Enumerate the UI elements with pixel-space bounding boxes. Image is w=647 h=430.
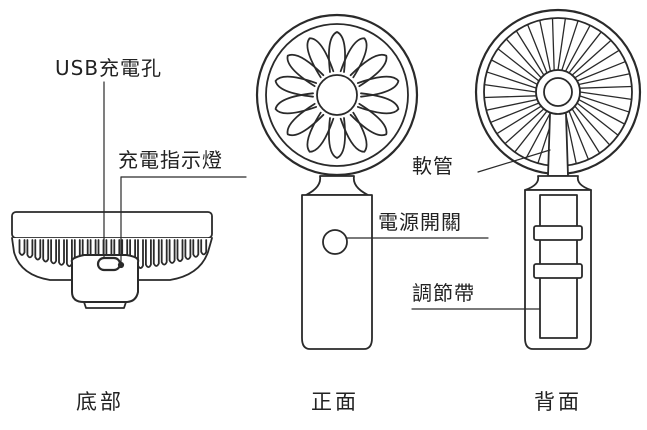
vent-fin: [42, 239, 50, 263]
grill-ray: [496, 105, 542, 135]
vent-fin: [168, 239, 176, 264]
grill-ray: [514, 110, 548, 153]
caption-bottom: 底部: [76, 390, 124, 414]
grill-ray: [483, 95, 537, 99]
grill-ray: [576, 102, 619, 136]
vent-fin: [26, 239, 34, 259]
fan-blade: [349, 53, 388, 88]
vent-fin: [160, 239, 168, 266]
fan-blade: [356, 92, 400, 115]
vent-fin: [58, 239, 65, 266]
grill-ray: [551, 17, 555, 71]
caption-back: 背面: [534, 390, 582, 414]
vent-fin: [50, 239, 57, 265]
fan-blade: [306, 37, 335, 79]
grill-ray: [576, 60, 627, 82]
fan-blade: [274, 75, 318, 98]
vent-fin: [176, 239, 184, 263]
grill-ray: [515, 30, 545, 76]
grill-ray: [574, 105, 611, 146]
grill-ray: [564, 24, 591, 72]
grill-ray: [561, 20, 579, 71]
fan-blade: [328, 31, 346, 73]
fan-blade: [274, 92, 318, 115]
grill-ray: [486, 71, 537, 89]
strap-label: 調節帶: [412, 281, 475, 305]
front-view: [255, 13, 489, 350]
grill-ray: [579, 91, 633, 101]
bottom-view: [11, 81, 247, 309]
grill-ray: [483, 83, 537, 93]
grill-ray: [525, 112, 552, 160]
fan-blade: [286, 53, 325, 88]
vent-fin: [34, 239, 42, 261]
fan-blade: [286, 102, 325, 137]
fan-blade: [339, 111, 368, 153]
grill-ray: [490, 59, 538, 86]
grill-ray: [579, 85, 633, 89]
grill-ray: [571, 39, 612, 76]
grill-ray: [564, 112, 577, 165]
grill-ray: [505, 38, 542, 79]
vent-fin: [192, 239, 200, 258]
fan-blade: [328, 117, 346, 159]
fan-blade: [349, 102, 388, 137]
fan-blade: [356, 75, 400, 98]
grill-ray: [504, 108, 545, 145]
back-view: [411, 8, 642, 350]
charge-indicator-label: 充電指示燈: [118, 148, 223, 172]
grill-ray: [578, 73, 631, 86]
grill-ray: [579, 95, 630, 113]
grill-ray: [571, 108, 601, 154]
power-switch-label: 電源開關: [378, 210, 462, 234]
grill-ray: [568, 31, 602, 74]
hose-label: 軟管: [412, 154, 454, 178]
vent-fin: [145, 239, 152, 268]
fan-blade: [306, 111, 335, 153]
usb-port-label: USB充電孔: [55, 56, 163, 80]
grill-ray: [526, 23, 548, 74]
grill-ray: [574, 49, 620, 79]
vent-fin: [18, 239, 26, 256]
grill-ray: [557, 17, 567, 71]
grill-ray: [539, 19, 552, 72]
vent-fin: [152, 239, 160, 267]
grill-ray: [485, 98, 538, 111]
grill-ray: [568, 110, 590, 161]
grill-ray: [497, 48, 540, 82]
vent-fin: [184, 239, 192, 261]
fan-blade: [339, 37, 368, 79]
grill-ray: [578, 98, 626, 125]
caption-front: 正面: [311, 390, 359, 414]
grill-ray: [489, 102, 540, 124]
vent-fin: [200, 239, 208, 256]
